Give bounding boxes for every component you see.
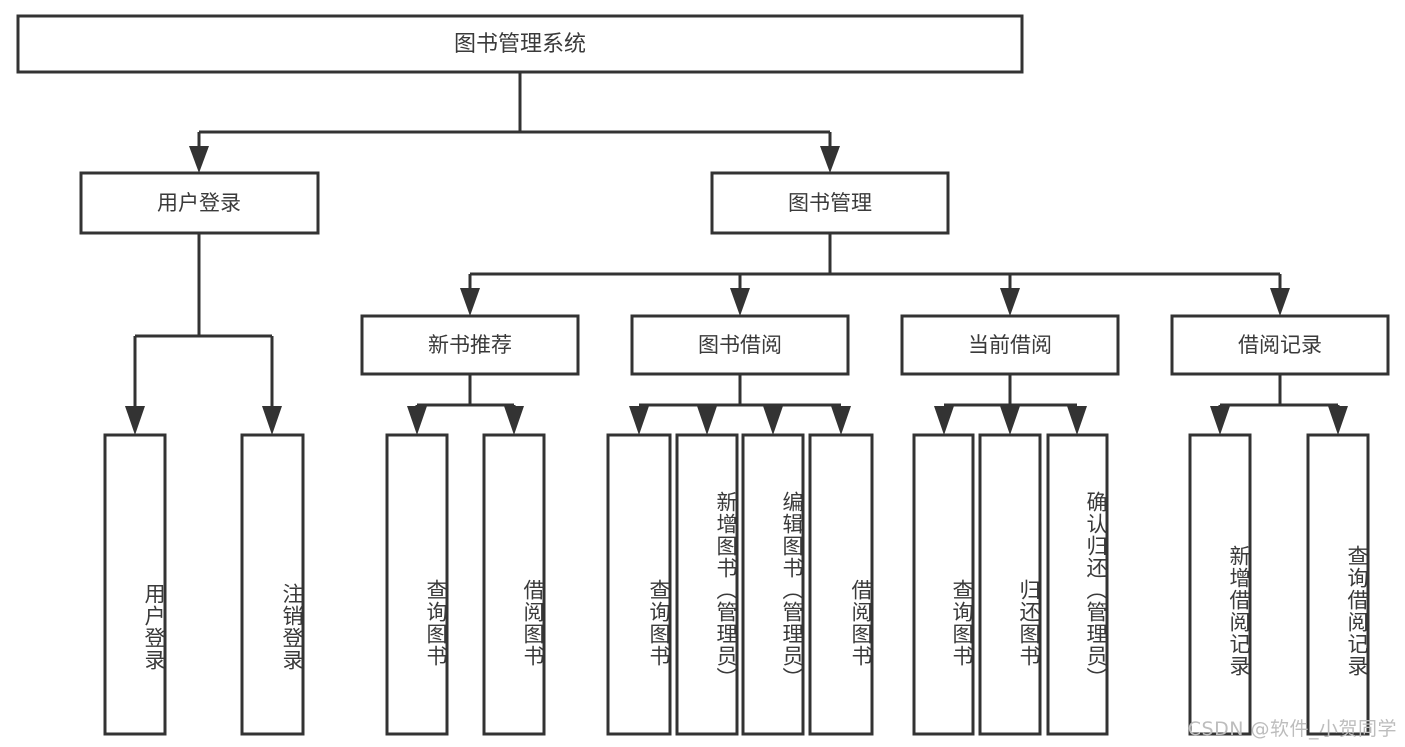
node-new-book-label: 新书推荐 <box>428 333 512 357</box>
node-new-book[interactable]: 新书推荐 <box>360 314 580 376</box>
connectors-book-borrow-to-leaves <box>629 374 851 435</box>
node-user-login[interactable]: 用户登录 <box>79 171 320 235</box>
arrow-head-leaf-bb-edit <box>763 406 783 435</box>
arrow-head-leaf-logout <box>262 406 282 435</box>
arrow-head-book-manage <box>820 146 840 173</box>
leaf-box-user-login[interactable] <box>103 433 167 736</box>
arrow-head-leaf-bb-borrow <box>831 406 851 435</box>
leaf-box-cb-query[interactable] <box>912 433 975 736</box>
node-current-borrow-box[interactable] <box>900 314 1120 376</box>
arrow-head-leaf-cb-confirm <box>1067 406 1087 435</box>
arrow-head-borrow-record <box>1270 288 1290 316</box>
arrow-head-leaf-br-add <box>1210 406 1230 435</box>
connectors-borrow-record-to-leaves <box>1210 374 1348 435</box>
node-book-borrow-box[interactable] <box>630 314 850 376</box>
node-borrow-record[interactable]: 借阅记录 <box>1170 314 1390 376</box>
node-book-manage-label: 图书管理 <box>788 191 872 215</box>
leaf-box-bb-edit[interactable] <box>741 433 805 736</box>
node-root-label: 图书管理系统 <box>454 32 586 57</box>
node-root-box[interactable] <box>16 14 1024 74</box>
node-book-manage-box[interactable] <box>710 171 950 235</box>
leaf-box-nb-borrow[interactable] <box>482 433 546 736</box>
csdn-watermark: CSDN @软件_小贺同学 <box>1187 718 1397 740</box>
arrow-head-leaf-cb-query <box>934 406 954 435</box>
leaf-box-nb-query[interactable] <box>385 433 449 736</box>
arrow-head-user-login <box>189 146 209 173</box>
connectors-root-to-level2 <box>189 72 840 173</box>
node-current-borrow[interactable]: 当前借阅 <box>900 314 1120 376</box>
leaf-box-bb-query[interactable] <box>606 433 672 736</box>
arrow-head-leaf-user-login <box>125 406 145 435</box>
connectors-user-login-to-leaves <box>125 233 282 435</box>
arrow-head-leaf-nb-query <box>407 406 427 435</box>
arrow-head-leaf-bb-query <box>629 406 649 435</box>
node-book-borrow-label: 图书借阅 <box>698 333 782 357</box>
node-borrow-record-label: 借阅记录 <box>1238 333 1322 357</box>
arrow-head-leaf-bb-add <box>697 406 717 435</box>
arrow-head-current-borrow <box>1000 288 1020 316</box>
leaf-box-cb-confirm[interactable] <box>1046 433 1109 736</box>
leaf-boxes <box>103 433 1370 736</box>
node-borrow-record-box[interactable] <box>1170 314 1390 376</box>
node-book-borrow[interactable]: 图书借阅 <box>630 314 850 376</box>
connectors-new-book-to-leaves <box>407 374 524 435</box>
connectors-book-manage-to-level3 <box>460 233 1290 316</box>
leaf-box-bb-add[interactable] <box>675 433 739 736</box>
node-user-login-label: 用户登录 <box>157 191 241 215</box>
node-new-book-box[interactable] <box>360 314 580 376</box>
leaf-box-logout[interactable] <box>240 433 305 736</box>
connectors-current-borrow-to-leaves <box>934 374 1087 435</box>
arrow-head-leaf-cb-return <box>1000 406 1020 435</box>
arrow-head-leaf-br-query <box>1328 406 1348 435</box>
arrow-head-book-borrow <box>730 288 750 316</box>
node-book-manage[interactable]: 图书管理 <box>710 171 950 235</box>
leaf-box-cb-return[interactable] <box>978 433 1042 736</box>
arrow-head-new-book <box>460 288 480 316</box>
leaf-box-bb-borrow[interactable] <box>808 433 874 736</box>
node-user-login-box[interactable] <box>79 171 320 235</box>
leaf-box-br-query[interactable] <box>1306 433 1370 736</box>
leaf-box-br-add[interactable] <box>1188 433 1252 736</box>
node-root[interactable]: 图书管理系统 <box>16 14 1024 74</box>
node-current-borrow-label: 当前借阅 <box>968 333 1052 357</box>
arrow-head-leaf-nb-borrow <box>504 406 524 435</box>
